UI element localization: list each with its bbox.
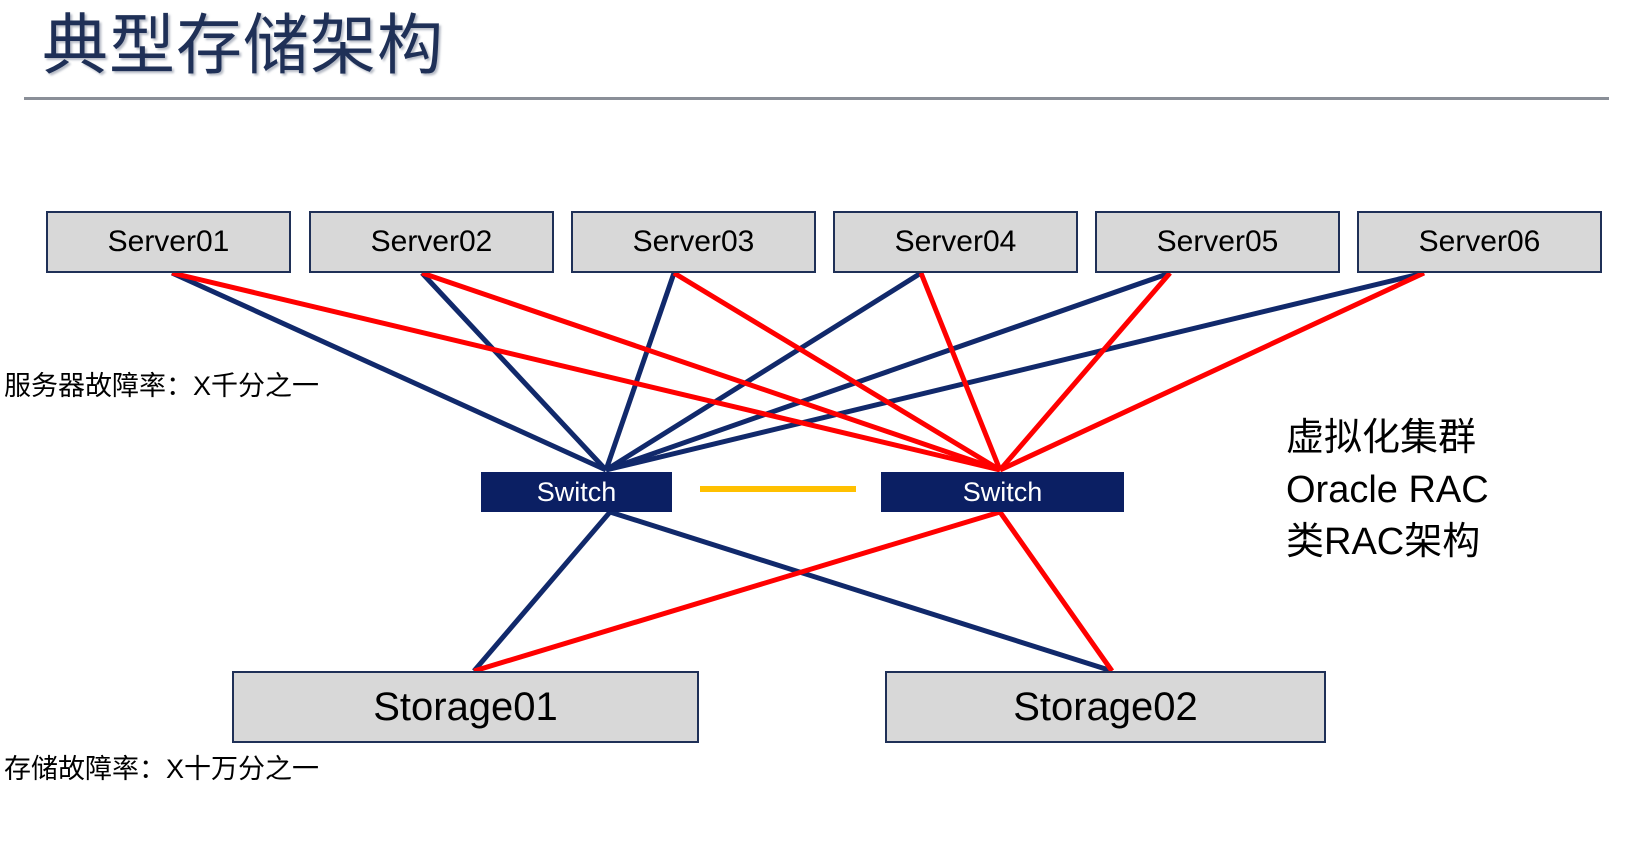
link-switch-left-storage02 — [609, 509, 1113, 674]
links-to-left-switch — [170, 270, 1425, 473]
link-switch-left-storage01 — [472, 510, 612, 673]
page-title: 典型存储架构 — [42, 8, 444, 82]
link-server04-switch-left — [604, 270, 923, 473]
link-server03-switch-right — [672, 270, 1002, 473]
node-switch-right[interactable]: Switch — [881, 472, 1124, 512]
storage-failure-rate-label: 存储故障率：X十万分之一 — [4, 754, 320, 784]
node-server02[interactable]: Server02 — [309, 211, 554, 273]
node-server06[interactable]: Server06 — [1357, 211, 1602, 273]
node-server04[interactable]: Server04 — [833, 211, 1078, 273]
cluster-note-line-2: Oracle RAC — [1286, 469, 1489, 511]
link-switch-right-storage02 — [997, 510, 1115, 673]
cluster-note-line-3: 类RAC架构 — [1286, 521, 1481, 563]
link-server02-switch-right — [421, 270, 1001, 473]
link-server05-switch-left — [605, 270, 1171, 473]
link-server04-switch-right — [918, 272, 1003, 471]
server-failure-rate-label: 服务器故障率：X千分之一 — [4, 371, 320, 401]
cluster-note: 虚拟化集群 Oracle RAC 类RAC架构 — [1286, 412, 1489, 568]
link-server02-switch-left — [420, 271, 608, 472]
node-switch-left[interactable]: Switch — [481, 472, 672, 512]
link-switch-right-storage01 — [473, 509, 1001, 674]
node-server05[interactable]: Server05 — [1095, 211, 1340, 273]
node-storage01[interactable]: Storage01 — [232, 671, 699, 743]
links-switch-to-storage — [472, 509, 1115, 674]
title-divider — [24, 97, 1609, 100]
link-server03-switch-left — [603, 272, 677, 471]
node-server03[interactable]: Server03 — [571, 211, 816, 273]
links-to-right-switch — [171, 270, 1426, 473]
link-server05-switch-right — [998, 271, 1172, 472]
node-storage02[interactable]: Storage02 — [885, 671, 1326, 743]
cluster-note-line-1: 虚拟化集群 — [1286, 417, 1477, 459]
node-server01[interactable]: Server01 — [46, 211, 291, 273]
